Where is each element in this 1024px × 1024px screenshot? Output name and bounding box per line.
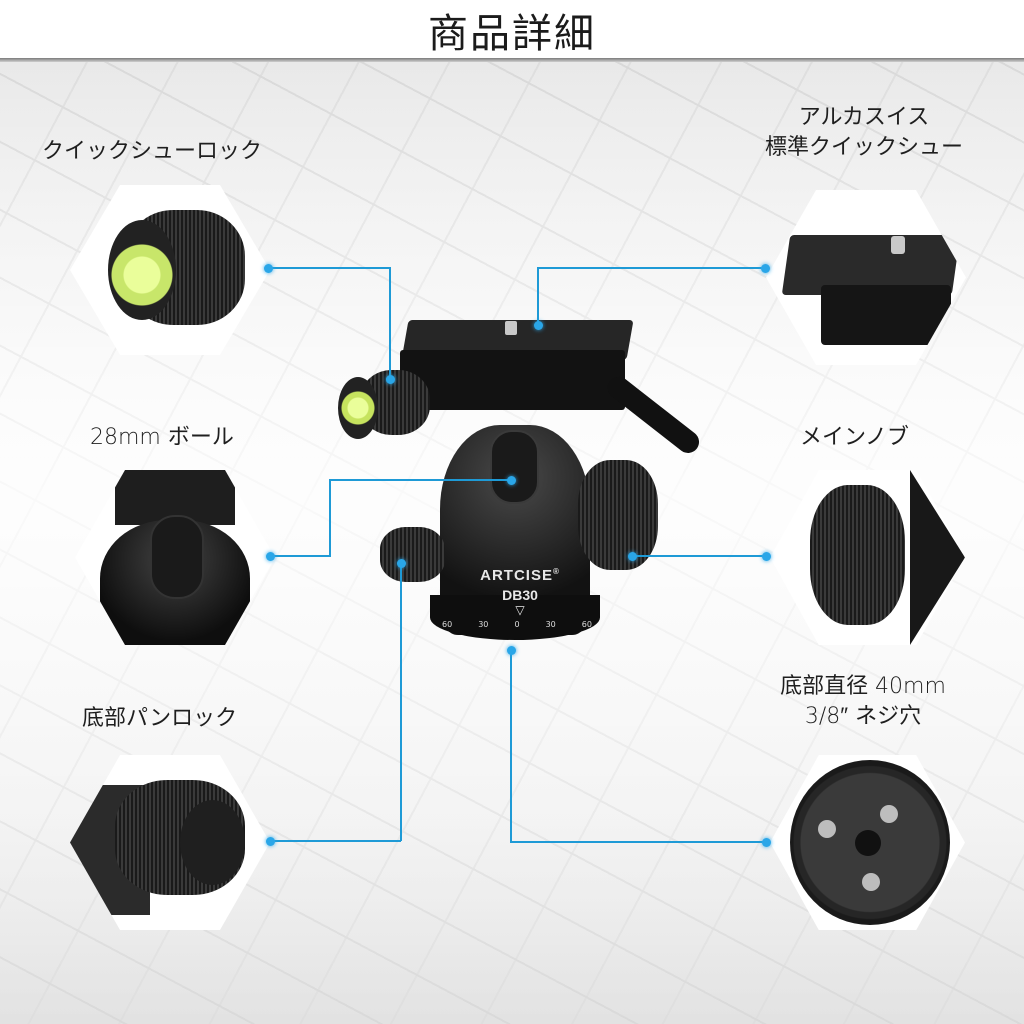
anchor-dot: [397, 559, 406, 568]
header-divider: [0, 58, 1024, 62]
label-arca-swiss-line1: アルカスイス: [798, 105, 930, 130]
mount-screw: [505, 321, 517, 335]
connector-pan-lock: [400, 563, 402, 841]
bubble-level: [338, 377, 378, 439]
connector-arca-swiss: [537, 267, 765, 269]
anchor-dot: [264, 264, 273, 273]
connector-quick-shoe-lock: [268, 267, 390, 269]
label-base-line2: 3/8″ ネジ穴: [804, 704, 922, 729]
scale-tick: 60: [442, 620, 453, 629]
main-knob: [578, 460, 658, 570]
screw-icon: [891, 236, 905, 254]
ball-icon: [150, 515, 204, 599]
pan-knob-cap-icon: [180, 800, 245, 885]
label-pan-lock: 底部パンロック: [82, 706, 238, 731]
connector-pan-lock: [270, 840, 401, 842]
scale-tick: 0: [514, 620, 520, 629]
anchor-dot: [386, 375, 395, 384]
degree-scale: 60 30 0 30 60: [442, 620, 592, 629]
handle-arm: [603, 372, 704, 458]
clamp-icon: [821, 285, 951, 345]
brand-logo: ARTCISE®: [470, 567, 570, 584]
anchor-dot: [762, 552, 771, 561]
anchor-dot: [507, 646, 516, 655]
brand-name: ARTCISE: [480, 567, 553, 584]
page-title: 商品詳細: [428, 11, 596, 57]
connector-base: [510, 841, 766, 843]
main-knob-icon: [810, 485, 905, 625]
label-base-line1: 底部直径 40mm: [780, 674, 946, 699]
screw-icon: [880, 805, 898, 823]
label-base: 底部直径 40mm 3/8″ ネジ穴: [768, 672, 958, 732]
label-ball: 28mm ボール: [90, 425, 234, 450]
scale-tick: 30: [545, 620, 556, 629]
connector-ball: [329, 479, 331, 557]
ball: [490, 430, 539, 504]
scale-tick: 30: [478, 620, 489, 629]
connector-arca-swiss: [537, 267, 539, 325]
scale-marker-icon: ▽: [515, 603, 525, 617]
clamp-body: [400, 350, 625, 410]
label-main-knob: メインノブ: [800, 425, 909, 450]
connector-base: [510, 650, 512, 842]
anchor-dot: [762, 838, 771, 847]
connector-ball: [270, 555, 330, 557]
bubble-level-icon: [108, 220, 176, 320]
detail-base: [770, 755, 965, 930]
anchor-dot: [266, 552, 275, 561]
screw-icon: [818, 820, 836, 838]
panning-base: [430, 595, 600, 640]
anchor-dot: [628, 552, 637, 561]
model-number: DB30: [502, 587, 538, 603]
label-arca-swiss: アルカスイス 標準クイックシュー: [746, 103, 982, 163]
pan-lock-knob: [380, 527, 445, 582]
screw-icon: [862, 873, 880, 891]
anchor-dot: [266, 837, 275, 846]
connector-ball: [329, 479, 511, 481]
ball-head-product: ARTCISE® DB30 ▽ 60 30 0 30 60: [330, 315, 710, 655]
label-quick-shoe-lock: クイックシューロック: [42, 139, 263, 164]
label-arca-swiss-line2: 標準クイックシュー: [764, 135, 963, 160]
anchor-dot: [534, 321, 543, 330]
registered-mark: ®: [552, 567, 560, 576]
page-header: 商品詳細: [0, 0, 1024, 58]
anchor-dot: [507, 476, 516, 485]
connector-main-knob: [632, 555, 766, 557]
screw-hole-icon: [855, 830, 881, 856]
connector-quick-shoe-lock: [389, 267, 391, 379]
anchor-dot: [761, 264, 770, 273]
scale-tick: 60: [581, 620, 592, 629]
